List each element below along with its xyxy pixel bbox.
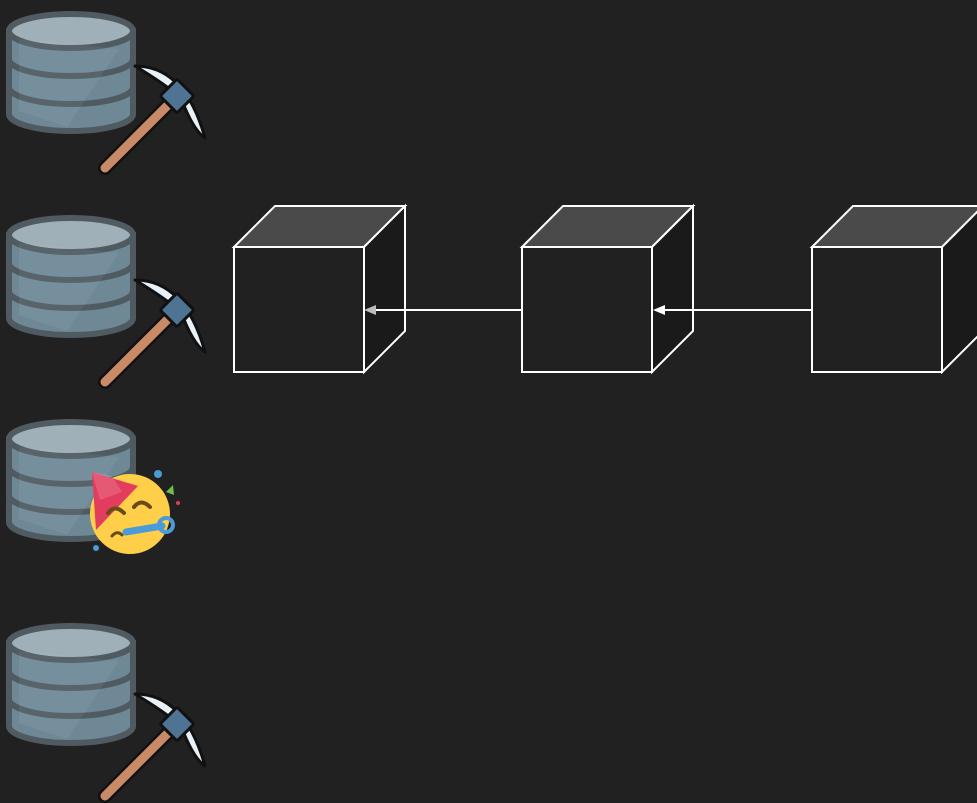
database-icon: [9, 626, 133, 743]
block-2[interactable]: [521, 205, 694, 373]
block-3[interactable]: [811, 205, 977, 373]
database-icon: [9, 14, 133, 131]
database-icon: [9, 218, 133, 335]
block-1[interactable]: [233, 205, 406, 373]
link-arrow-3-to-2: [653, 305, 811, 315]
party-face-icon: [90, 470, 180, 554]
node-3[interactable]: [9, 422, 180, 554]
link-arrow-2-to-1: [364, 305, 521, 315]
